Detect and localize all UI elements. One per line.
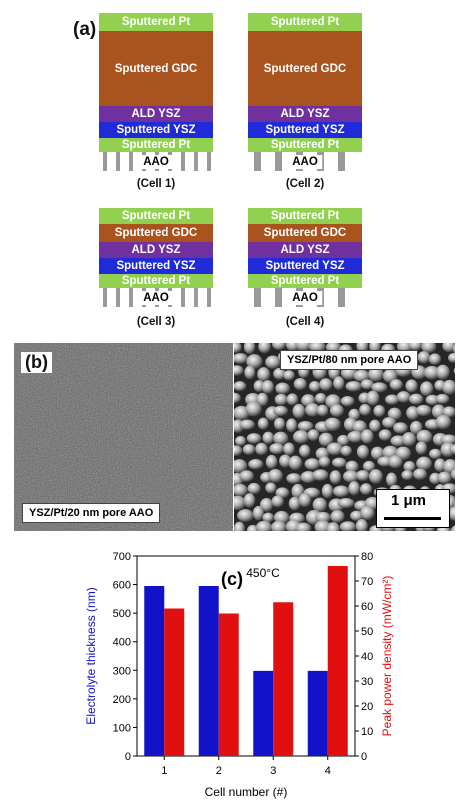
right-tick-label: 10 bbox=[361, 726, 373, 738]
left-tick-label: 100 bbox=[113, 722, 131, 734]
thickness-bar-cell-3 bbox=[253, 670, 274, 756]
panel-b-label: (b) bbox=[21, 352, 52, 373]
x-tick-label: 4 bbox=[325, 765, 331, 777]
thickness-bar-cell-4 bbox=[307, 670, 328, 756]
power-bar-cell-3 bbox=[273, 602, 294, 756]
power-bar-cell-2 bbox=[218, 613, 239, 756]
scale-bar-label: 1 μm bbox=[391, 492, 427, 509]
bottom-pt-layer: Sputtered Pt bbox=[99, 274, 213, 288]
ald-ysz-layer: ALD YSZ bbox=[99, 242, 213, 258]
ald-ysz-layer: ALD YSZ bbox=[99, 106, 213, 122]
right-tick-label: 80 bbox=[361, 551, 373, 563]
right-tick-label: 30 bbox=[361, 676, 373, 688]
left-axis-label: Electrolyte thickness (nm) bbox=[84, 587, 98, 724]
left-tick-label: 200 bbox=[113, 694, 131, 706]
left-tick-label: 400 bbox=[113, 637, 131, 649]
cell-4-caption: (Cell 4) bbox=[285, 316, 325, 328]
panel-c-label: (c) bbox=[221, 569, 243, 589]
right-axis-label: Peak power density (mW/cm²) bbox=[380, 576, 394, 737]
sem-texture-fine bbox=[14, 343, 233, 531]
thickness-bar-cell-1 bbox=[144, 586, 165, 756]
ald-ysz-layer: ALD YSZ bbox=[248, 242, 362, 258]
cell-1-caption: (Cell 1) bbox=[136, 178, 176, 190]
right-tick-label: 60 bbox=[361, 601, 373, 613]
sputtered-ysz-layer: Sputtered YSZ bbox=[99, 122, 213, 138]
gdc-layer: Sputtered GDC bbox=[248, 224, 362, 242]
ald-ysz-layer: ALD YSZ bbox=[248, 106, 362, 122]
bar-chart: 0 100 200 300 400 500 600 700 0 10 20 30 40 50 60 70 80 1… bbox=[84, 551, 394, 799]
power-bar-cell-4 bbox=[327, 566, 348, 756]
sem-image-20nm: (b) YSZ/Pt/20 nm pore AAO bbox=[14, 343, 233, 531]
gdc-layer: Sputtered GDC bbox=[99, 224, 213, 242]
left-tick-label: 300 bbox=[113, 665, 131, 677]
left-tick-label: 600 bbox=[113, 580, 131, 592]
sem-texture-grains bbox=[234, 343, 455, 531]
x-tick-label: 2 bbox=[216, 765, 222, 777]
scale-bar-box bbox=[376, 489, 450, 528]
left-tick-label: 500 bbox=[113, 608, 131, 620]
sem-label-20nm: YSZ/Pt/20 nm pore AAO bbox=[22, 503, 161, 523]
cell-4-stack: Sputtered Pt Sputtered GDC ALD YSZ Sputt… bbox=[248, 208, 362, 307]
left-tick-label: 0 bbox=[125, 751, 131, 763]
sem-image-80nm: YSZ/Pt/80 nm pore AAO 1 μm bbox=[234, 343, 455, 531]
cell-3-caption: (Cell 3) bbox=[136, 316, 176, 328]
gdc-layer: Sputtered GDC bbox=[248, 31, 362, 106]
sputtered-ysz-layer: Sputtered YSZ bbox=[248, 122, 362, 138]
x-tick-label: 3 bbox=[270, 765, 276, 777]
bottom-pt-layer: Sputtered Pt bbox=[248, 138, 362, 152]
right-tick-label: 0 bbox=[361, 751, 367, 763]
sputtered-ysz-layer: Sputtered YSZ bbox=[99, 258, 213, 274]
aao-label: AAO bbox=[288, 290, 322, 305]
top-pt-layer: Sputtered Pt bbox=[99, 13, 213, 31]
aao-label: AAO bbox=[139, 154, 173, 169]
top-pt-layer: Sputtered Pt bbox=[248, 13, 362, 31]
left-tick-label: 700 bbox=[113, 551, 131, 563]
top-pt-layer: Sputtered Pt bbox=[99, 208, 213, 224]
cell-3-stack: Sputtered Pt Sputtered GDC ALD YSZ Sputt… bbox=[99, 208, 213, 307]
cell-2-caption: (Cell 2) bbox=[285, 178, 325, 190]
aao-label: AAO bbox=[139, 290, 173, 305]
x-tick-label: 1 bbox=[161, 765, 167, 777]
aao-substrate-20nm: AAO bbox=[99, 152, 213, 171]
aao-substrate-20nm: AAO bbox=[99, 288, 213, 307]
top-pt-layer: Sputtered Pt bbox=[248, 208, 362, 224]
sem-label-80nm: YSZ/Pt/80 nm pore AAO bbox=[280, 350, 419, 370]
right-tick-label: 50 bbox=[361, 626, 373, 638]
right-tick-label: 20 bbox=[361, 701, 373, 713]
temperature-annotation: 450°C bbox=[246, 566, 280, 580]
scale-bar bbox=[384, 517, 441, 520]
aao-label: AAO bbox=[288, 154, 322, 169]
bottom-pt-layer: Sputtered Pt bbox=[99, 138, 213, 152]
sputtered-ysz-layer: Sputtered YSZ bbox=[248, 258, 362, 274]
thickness-bar-cell-2 bbox=[198, 586, 219, 756]
aao-substrate-80nm: AAO bbox=[248, 152, 362, 171]
panel-a-label: (a) bbox=[73, 19, 97, 40]
x-axis-label: Cell number (#) bbox=[205, 785, 288, 799]
cell-2-stack: Sputtered Pt Sputtered GDC ALD YSZ Sputt… bbox=[248, 13, 362, 171]
aao-substrate-80nm: AAO bbox=[248, 288, 362, 307]
cell-1-stack: Sputtered Pt Sputtered GDC ALD YSZ Sputt… bbox=[99, 13, 213, 171]
right-tick-label: 70 bbox=[361, 576, 373, 588]
power-bar-cell-1 bbox=[164, 608, 185, 756]
right-tick-label: 40 bbox=[361, 651, 373, 663]
gdc-layer: Sputtered GDC bbox=[99, 31, 213, 106]
bottom-pt-layer: Sputtered Pt bbox=[248, 274, 362, 288]
